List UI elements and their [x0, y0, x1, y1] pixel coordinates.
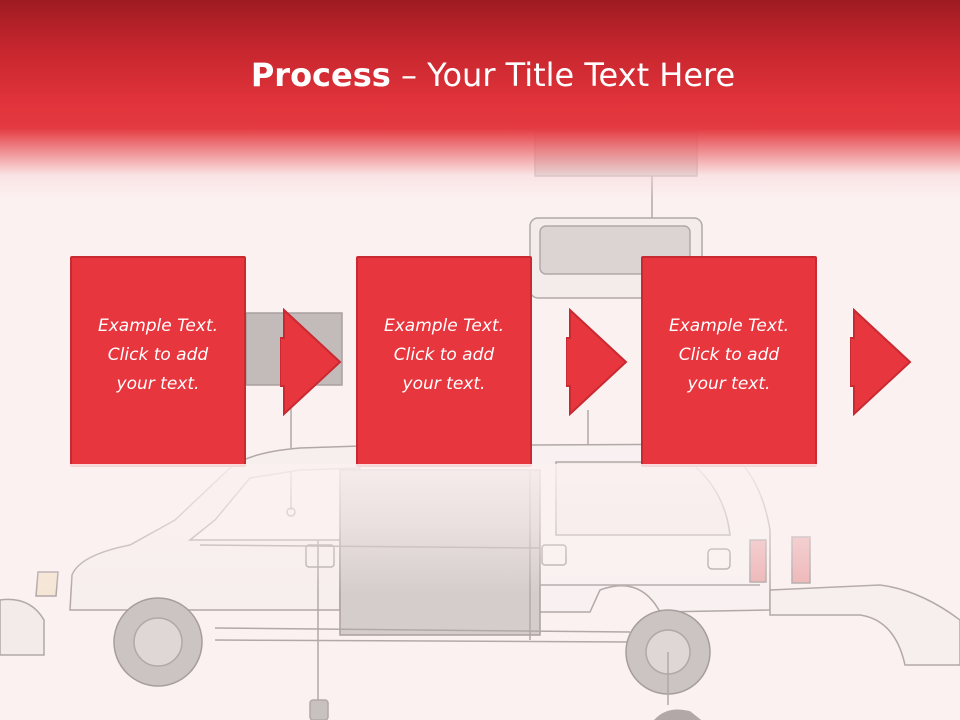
text-box-1[interactable]: Example Text. Click to add your text. [70, 256, 246, 467]
title-bold: Process [250, 56, 391, 94]
title-rest: – Your Title Text Here [390, 56, 736, 94]
step-3-line-2: Click to add [678, 345, 780, 365]
slide-title[interactable]: Process – Your Title Text Here [0, 52, 960, 98]
step-2-line-2: Click to add [393, 345, 495, 365]
right-arrow-icon [280, 308, 342, 416]
right-arrow-icon [850, 308, 912, 416]
step-3-line-1: Example Text. [668, 316, 790, 336]
step-2-line-3: your text. [402, 374, 486, 394]
text-box-3[interactable]: Example Text. Click to add your text. [641, 256, 817, 467]
step-1-line-2: Click to add [107, 345, 209, 365]
step-2-line-1: Example Text. [383, 316, 505, 336]
right-arrow-icon [566, 308, 628, 416]
title-band: Process – Your Title Text Here [0, 0, 960, 200]
process-step-3[interactable]: Example Text. Click to add your text. [641, 256, 817, 467]
step-1-line-3: your text. [116, 374, 200, 394]
process-step-2[interactable]: Example Text. Click to add your text. [356, 256, 532, 467]
step-1-line-1: Example Text. [97, 316, 219, 336]
step-2-text: Example Text. Click to add your text. [358, 312, 530, 399]
process-step-1[interactable]: Example Text. Click to add your text. [70, 256, 246, 467]
text-box-2[interactable]: Example Text. Click to add your text. [356, 256, 532, 467]
step-3-text: Example Text. Click to add your text. [643, 312, 815, 399]
step-1-text: Example Text. Click to add your text. [72, 312, 244, 399]
step-3-line-3: your text. [687, 374, 771, 394]
